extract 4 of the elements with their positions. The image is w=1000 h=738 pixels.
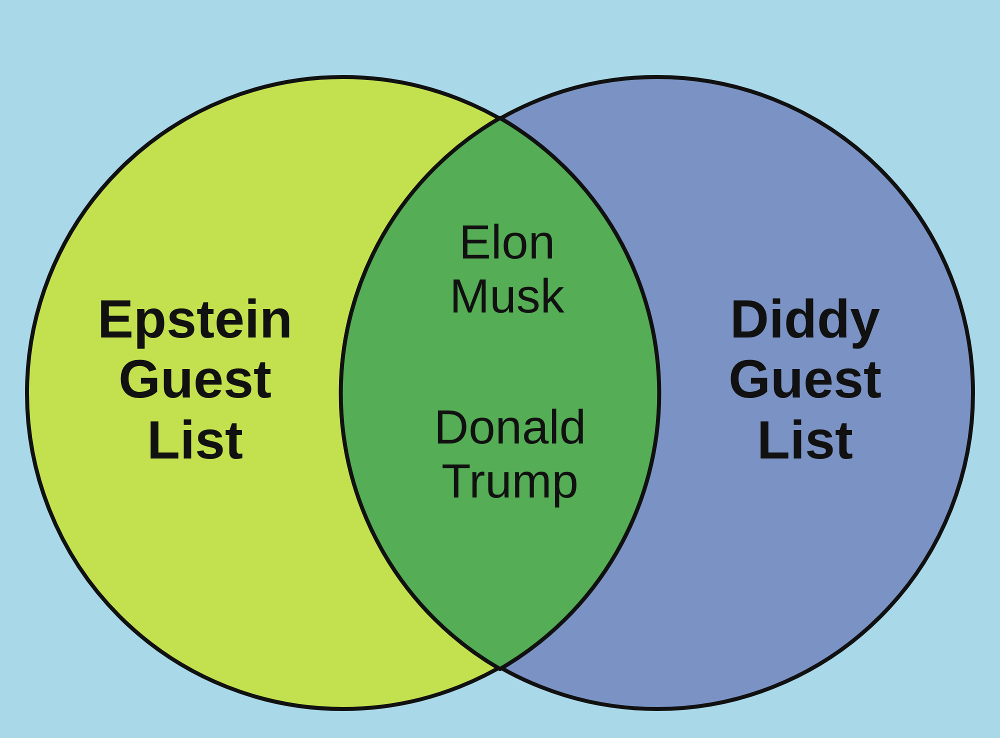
set-label: Diddy Guest List	[727, 289, 883, 471]
name-label: Elon Musk	[448, 216, 566, 324]
set-label: Epstein Guest List	[96, 289, 294, 471]
name-label: Donald Trump	[432, 401, 588, 509]
